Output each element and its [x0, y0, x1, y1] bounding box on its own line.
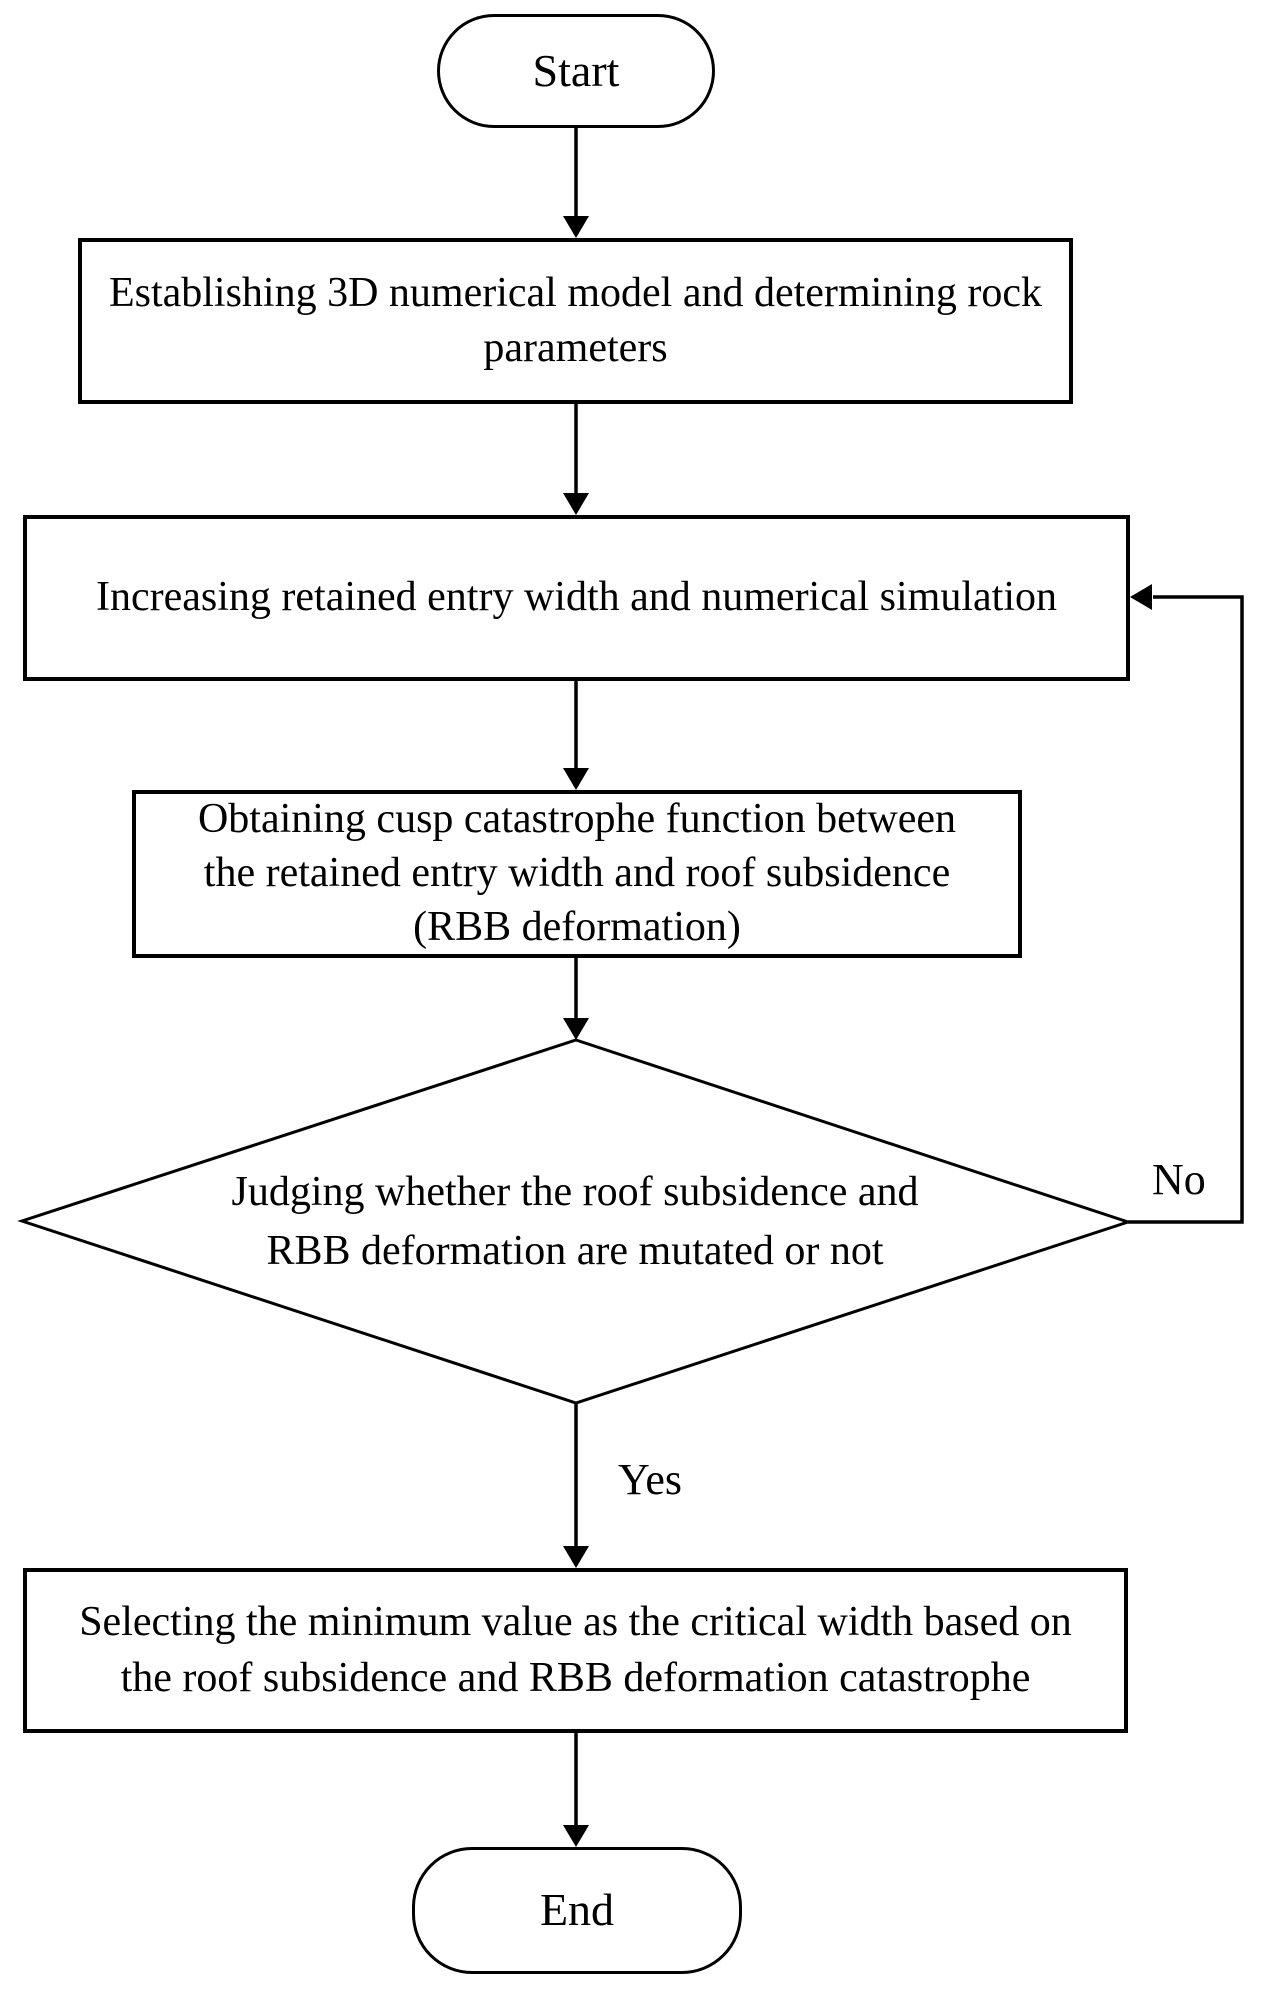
decision-diamond-judge: Judging whether the roof subsidence and …	[22, 1040, 1128, 1403]
process-box-establish-model: Establishing 3D numerical model and dete…	[78, 238, 1073, 404]
increase-width-text: Increasing retained entry width and nume…	[95, 574, 1058, 621]
arrow-start-to-establish	[563, 128, 589, 238]
arrow-obtain-to-judge	[563, 957, 589, 1040]
yes-branch-label: Yes	[618, 1455, 683, 1504]
arrow-increase-to-obtain	[563, 680, 589, 790]
start-node: Start	[437, 14, 715, 128]
establish-model-text: Establishing 3D numerical model and dete…	[108, 269, 1043, 371]
end-node: End	[412, 1847, 742, 1974]
process-box-increase-width: Increasing retained entry width and nume…	[23, 515, 1130, 681]
process-box-obtain-function: Obtaining cusp catastrophe function betw…	[132, 790, 1022, 958]
arrow-judge-to-select	[563, 1403, 589, 1568]
arrow-establish-to-increase	[563, 403, 589, 515]
arrow-select-to-end	[563, 1732, 589, 1847]
process-box-select-width: Selecting the minimum value as the criti…	[23, 1568, 1128, 1733]
arrow-no-feedback-loop	[1128, 584, 1244, 1224]
obtain-function-text: Obtaining cusp catastrophe function betw…	[197, 796, 957, 950]
judge-mutation-text: Judging whether the roof subsidence and …	[231, 1168, 919, 1274]
no-branch-label: No	[1152, 1155, 1206, 1204]
start-label: Start	[532, 44, 620, 96]
end-label: End	[539, 1884, 615, 1936]
select-width-text: Selecting the minimum value as the criti…	[79, 1599, 1072, 1701]
